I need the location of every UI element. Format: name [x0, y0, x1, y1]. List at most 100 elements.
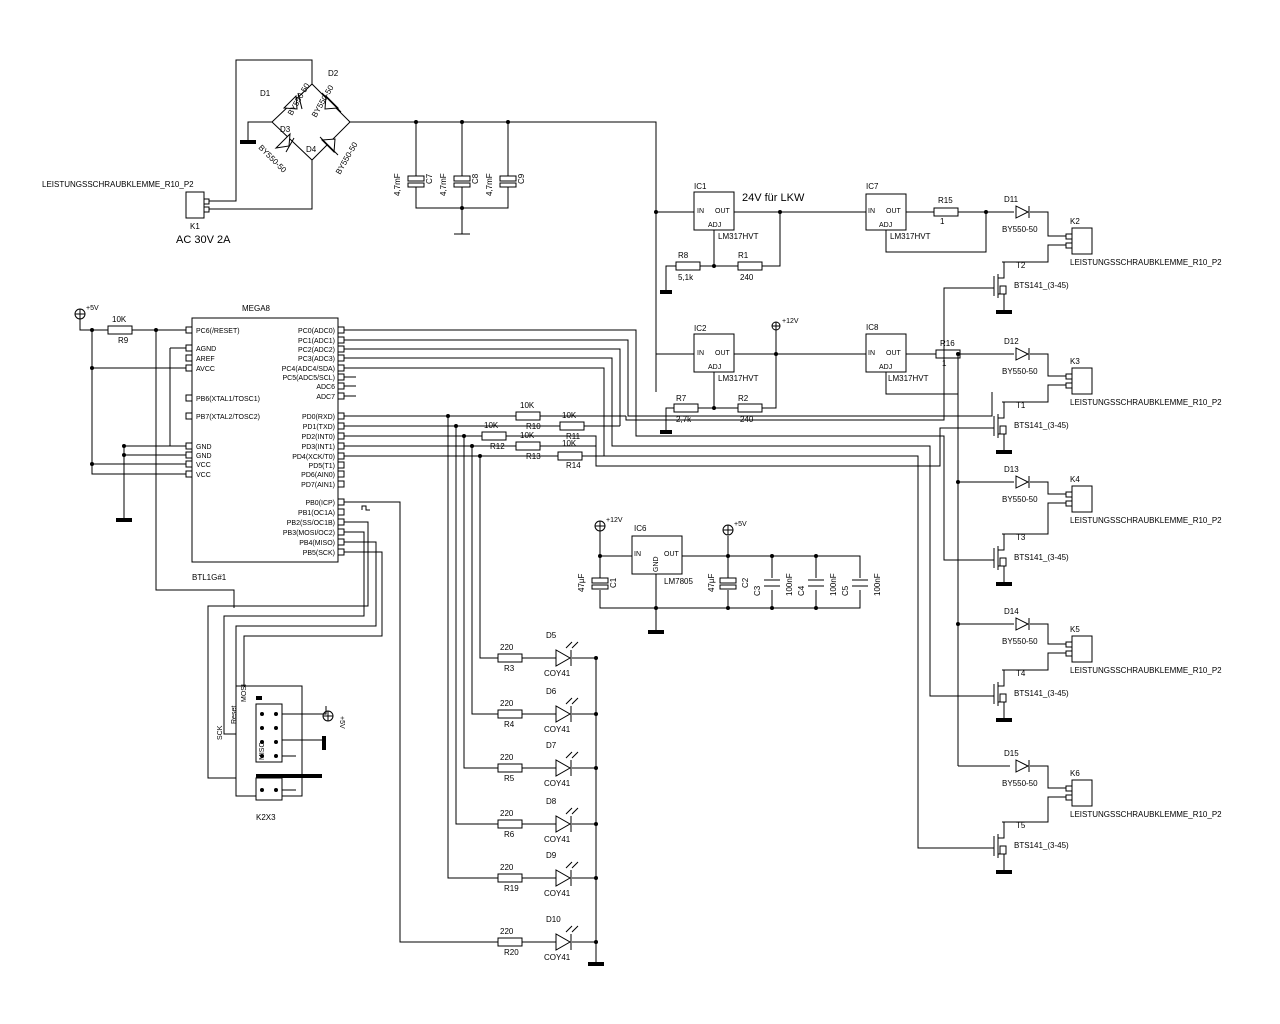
svg-text:47µF: 47µF [577, 573, 586, 592]
mcu-pin: PD2(INT0) [302, 434, 335, 441]
svg-text:IN: IN [868, 208, 875, 215]
isp-reset: Reset [231, 706, 238, 724]
svg-text:R8: R8 [678, 251, 689, 260]
svg-text:BY550-50: BY550-50 [1002, 637, 1038, 646]
ic7-ref: IC7 [866, 182, 879, 191]
mcu-pin: AGND [196, 346, 216, 353]
c9-value: 4,7mF [485, 173, 494, 196]
svg-text:ADJ: ADJ [708, 222, 721, 229]
svg-text:BY550-50: BY550-50 [1002, 779, 1038, 788]
k1-terminal [185, 191, 205, 219]
ic2-part: LM317HVT [718, 374, 759, 383]
diode-d1 [282, 92, 303, 110]
svg-text:COY41: COY41 [544, 953, 571, 962]
svg-text:R13: R13 [526, 452, 541, 461]
svg-text:220: 220 [500, 863, 514, 872]
mcu-pin: PB3(MOSI/OC2) [283, 530, 335, 537]
svg-text:D7: D7 [546, 741, 557, 750]
c8-ref: C8 [471, 173, 480, 184]
svg-text:10K: 10K [562, 439, 577, 448]
ic6-ref: IC6 [634, 524, 647, 533]
led-diode [555, 815, 572, 833]
svg-text:D10: D10 [546, 915, 561, 924]
svg-text:R2: R2 [738, 394, 749, 403]
svg-text:BTS141_(3-45): BTS141_(3-45) [1014, 421, 1069, 430]
led-indicators: 220R3D5COY41220R4D6COY41220R5D7COY41220R… [497, 631, 598, 962]
led-resistor [497, 873, 523, 883]
svg-text:LEISTUNGSSCHRAUBKLEMME_R10_P2: LEISTUNGSSCHRAUBKLEMME_R10_P2 [1070, 398, 1222, 407]
mcu-name: MEGA8 [242, 304, 271, 313]
mcu-pin: PC1(ADC1) [298, 338, 335, 345]
svg-text:47µF: 47µF [707, 573, 716, 592]
isp-mosi: MOSI [241, 684, 248, 702]
diode-d4 [319, 136, 339, 156]
k1-name: LEISTUNGSSCHRAUBKLEMME_R10_P2 [42, 180, 194, 189]
led-diode [555, 649, 572, 667]
svg-text:1: 1 [940, 217, 945, 226]
svg-text:IN: IN [697, 208, 704, 215]
svg-text:+12V: +12V [606, 517, 623, 524]
svg-text:LEISTUNGSSCHRAUBKLEMME_R10_P2: LEISTUNGSSCHRAUBKLEMME_R10_P2 [1070, 666, 1222, 675]
mcu-pin: PB0(ICP) [305, 500, 335, 507]
led-diode [555, 869, 572, 887]
svg-text:ADJ: ADJ [879, 222, 892, 229]
d3-ref: D3 [280, 125, 291, 134]
svg-text:C1: C1 [609, 577, 618, 588]
mcu-pin: PD5(T1) [309, 463, 335, 470]
mcu-pin: AVCC [196, 366, 215, 373]
d3-part: BY550-50 [257, 143, 289, 175]
d1-part: BY550-50 [286, 81, 312, 117]
mcu-pin: PC3(ADC3) [298, 356, 335, 363]
svg-text:100nF: 100nF [785, 573, 794, 596]
mcu-pin: PD0(RXD) [302, 414, 335, 421]
ic8-ref: IC8 [866, 323, 879, 332]
svg-text:COY41: COY41 [544, 725, 571, 734]
svg-text:5,1k: 5,1k [678, 273, 694, 282]
led-diode [555, 759, 572, 777]
svg-text:D14: D14 [1004, 607, 1019, 616]
svg-text:IN: IN [634, 551, 641, 558]
output-stage: D13BY550-50K4LEISTUNGSSCHRAUBKLEMME_R10_… [992, 465, 1222, 586]
supply-5v: +12V IC6 IN OUT GND LM7805 47µF C1 +5V 4… [577, 517, 882, 634]
svg-text:BTS141_(3-45): BTS141_(3-45) [1014, 689, 1069, 698]
mcu-pin: VCC [196, 472, 211, 479]
svg-text:10K: 10K [562, 411, 577, 420]
port-wiring: 10K R10 10K R11 10K R12 10K R13 10K R14 [344, 287, 993, 943]
svg-text:10K: 10K [520, 401, 535, 410]
svg-text:10K: 10K [112, 315, 127, 324]
svg-text:IN: IN [868, 350, 875, 357]
svg-text:R11: R11 [566, 432, 581, 441]
d1-ref: D1 [260, 89, 271, 98]
svg-text:R16: R16 [940, 339, 955, 348]
svg-text:BTS141_(3-45): BTS141_(3-45) [1014, 841, 1069, 850]
svg-text:BY550-50: BY550-50 [1002, 367, 1038, 376]
svg-text:100nF: 100nF [829, 573, 838, 596]
c7-value: 4,7mF [393, 173, 402, 196]
d4-ref: D4 [306, 145, 317, 154]
svg-text:R1: R1 [738, 251, 749, 260]
svg-text:220: 220 [500, 643, 514, 652]
ac-input: LEISTUNGSSCHRAUBKLEMME_R10_P2 K1 AC 30V … [42, 59, 313, 246]
svg-text:R10: R10 [526, 422, 541, 431]
mcu-pin: PD1(TXD) [303, 424, 335, 431]
led-diode [555, 705, 572, 723]
mcu-pin: PC4(ADC4/SDA) [282, 366, 335, 373]
svg-text:LEISTUNGSSCHRAUBKLEMME_R10_P2: LEISTUNGSSCHRAUBKLEMME_R10_P2 [1070, 516, 1222, 525]
svg-text:ADJ: ADJ [708, 364, 721, 371]
svg-text:D8: D8 [546, 797, 557, 806]
svg-text:220: 220 [500, 809, 514, 818]
svg-text:ADJ: ADJ [879, 364, 892, 371]
svg-text:R14: R14 [566, 461, 581, 470]
svg-text:COY41: COY41 [544, 779, 571, 788]
output-stage: D14BY550-50K5LEISTUNGSSCHRAUBKLEMME_R10_… [992, 607, 1222, 722]
svg-text:K3: K3 [1070, 357, 1080, 366]
k1-ref: K1 [190, 222, 200, 231]
mcu-pin: PB5(SCK) [303, 550, 335, 557]
svg-text:D12: D12 [1004, 337, 1019, 346]
svg-text:240: 240 [740, 273, 754, 282]
